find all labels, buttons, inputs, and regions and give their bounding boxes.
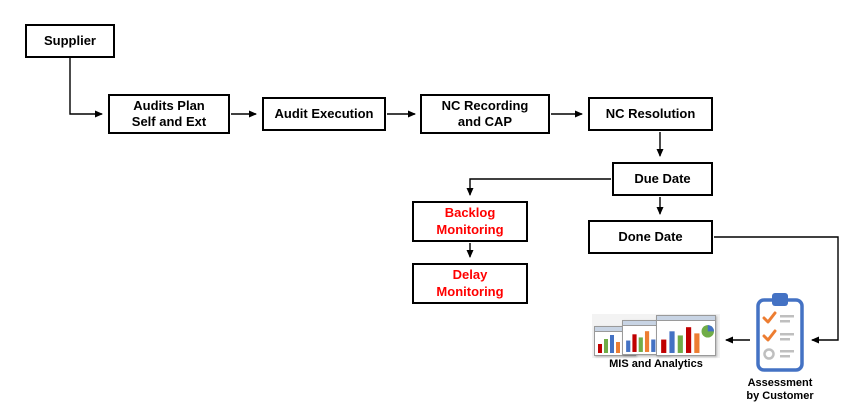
bar-chart-icon [661, 325, 714, 353]
node-audits-plan: Audits Plan Self and Ext [108, 94, 230, 134]
assessment-clipboard-icon [752, 290, 808, 374]
node-supplier: Supplier [25, 24, 115, 58]
window-titlebar [657, 316, 715, 321]
node-delay-monitoring: Delay Monitoring [412, 263, 528, 304]
window-titlebar [595, 327, 635, 332]
window-titlebar [623, 321, 669, 326]
mis-analytics-screenshots-icon [592, 314, 720, 358]
mis-analytics-label: MIS and Analytics [609, 358, 703, 370]
node-backlog-monitoring: Backlog Monitoring [412, 201, 528, 242]
node-nc-resolution: NC Resolution [588, 97, 713, 131]
node-nc-recording-cap: NC Recording and CAP [420, 94, 550, 134]
chart-window-icon [656, 315, 716, 356]
node-due-date: Due Date [612, 162, 713, 196]
assessment-by-customer-label: Assessment by Customer [746, 377, 814, 403]
node-done-date: Done Date [588, 220, 713, 254]
node-audit-execution: Audit Execution [262, 97, 386, 131]
